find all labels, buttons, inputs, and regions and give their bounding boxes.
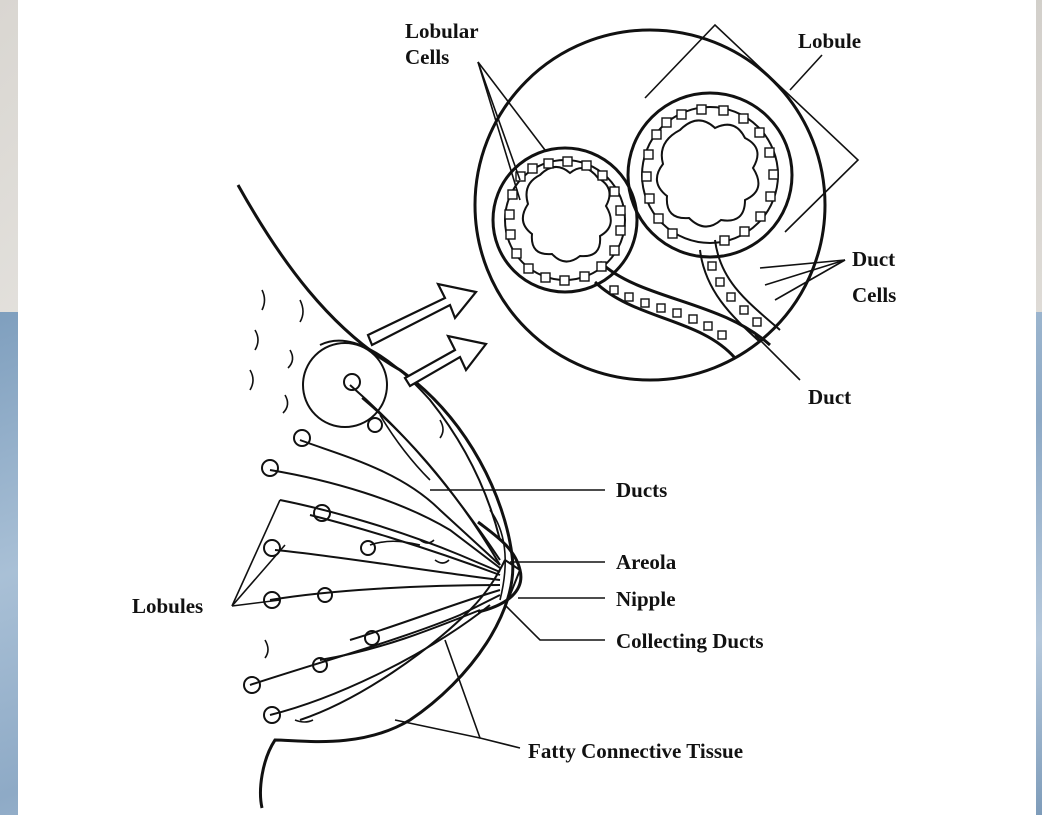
label-lobule: Lobule (798, 29, 861, 53)
label-duct-cells-1: Duct (852, 247, 895, 271)
label-lobular-cells-2: Cells (405, 45, 449, 69)
label-duct-cells-2: Cells (852, 283, 896, 307)
label-collecting-ducts: Collecting Ducts (616, 629, 764, 653)
fatty-tissue-marks (250, 290, 449, 722)
label-nipple: Nipple (616, 587, 676, 611)
arrow-upper (368, 284, 476, 345)
lobule-right (628, 93, 792, 257)
lobule-left (493, 148, 637, 292)
label-ducts: Ducts (616, 478, 667, 502)
label-lobular-cells-1: Lobular (405, 19, 479, 43)
arrow-lower (405, 336, 486, 386)
diagram-labels: Lobular Cells Lobule Duct Cells Duct Duc… (132, 19, 896, 763)
label-areola: Areola (616, 550, 677, 574)
label-duct: Duct (808, 385, 851, 409)
lobule-clusters (244, 374, 382, 723)
label-fatty-connective-tissue: Fatty Connective Tissue (528, 739, 743, 763)
breast-cross-section (238, 185, 521, 808)
label-lobules: Lobules (132, 594, 203, 618)
magnify-arrows (368, 284, 486, 386)
